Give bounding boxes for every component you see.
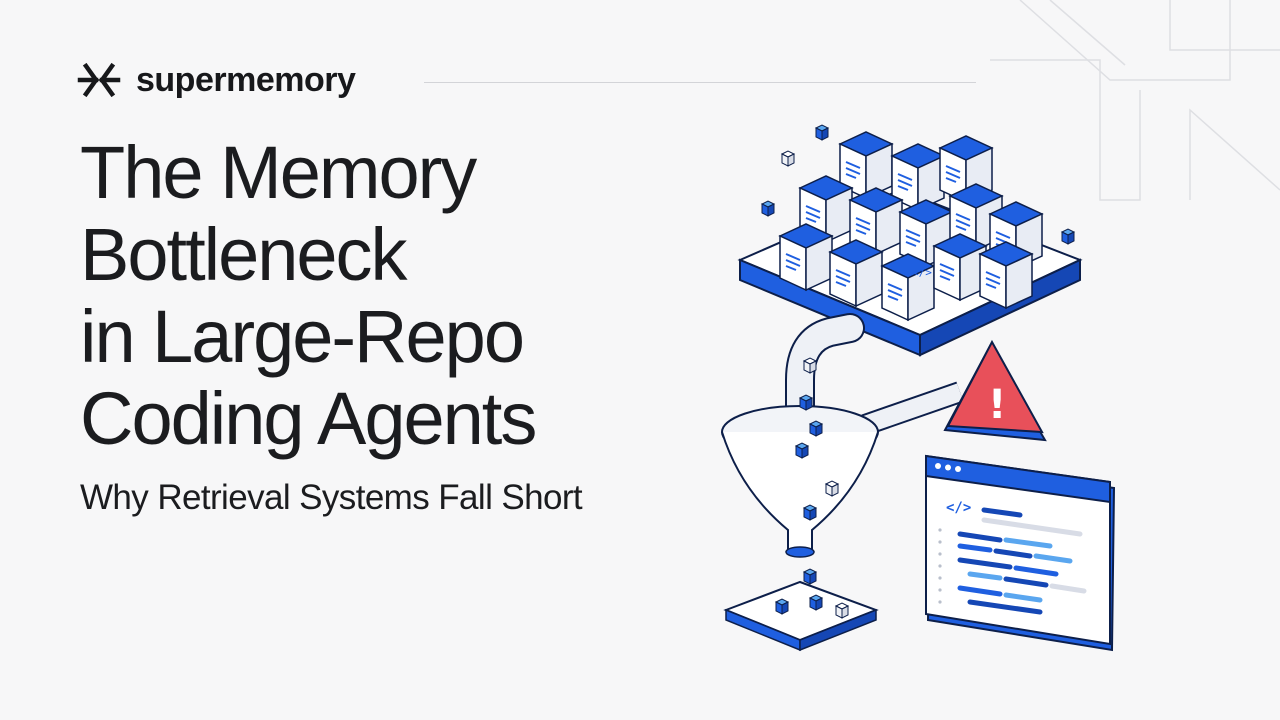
title-line-3: in Large-Repo [80, 295, 525, 378]
warning-symbol: ! [988, 382, 1006, 428]
cube-stack: </> [737, 124, 1083, 357]
warning-icon: ! [943, 339, 1047, 442]
subtitle: Why Retrieval Systems Fall Short [80, 478, 583, 517]
code-window-symbol: </> [946, 500, 971, 516]
corner-logo-outline-decoration [990, 0, 1280, 201]
header-divider [424, 82, 976, 83]
title-line-4: Coding Agents [80, 377, 537, 460]
title-line-2: Bottleneck [80, 213, 408, 296]
page-title: The Memory Bottleneck in Large-Repo Codi… [80, 131, 537, 460]
supermemory-logo-icon [77, 62, 121, 98]
title-line-1: The Memory [80, 131, 477, 214]
brand: supermemory [76, 60, 356, 100]
memory-funnel-illustration: </> ! [721, 124, 1116, 652]
code-window: </> [925, 454, 1116, 652]
brand-name: supermemory [136, 60, 356, 99]
output-platform [723, 568, 879, 652]
code-symbol: </> [912, 266, 932, 279]
funnel [721, 357, 879, 558]
pipe [785, 313, 964, 455]
